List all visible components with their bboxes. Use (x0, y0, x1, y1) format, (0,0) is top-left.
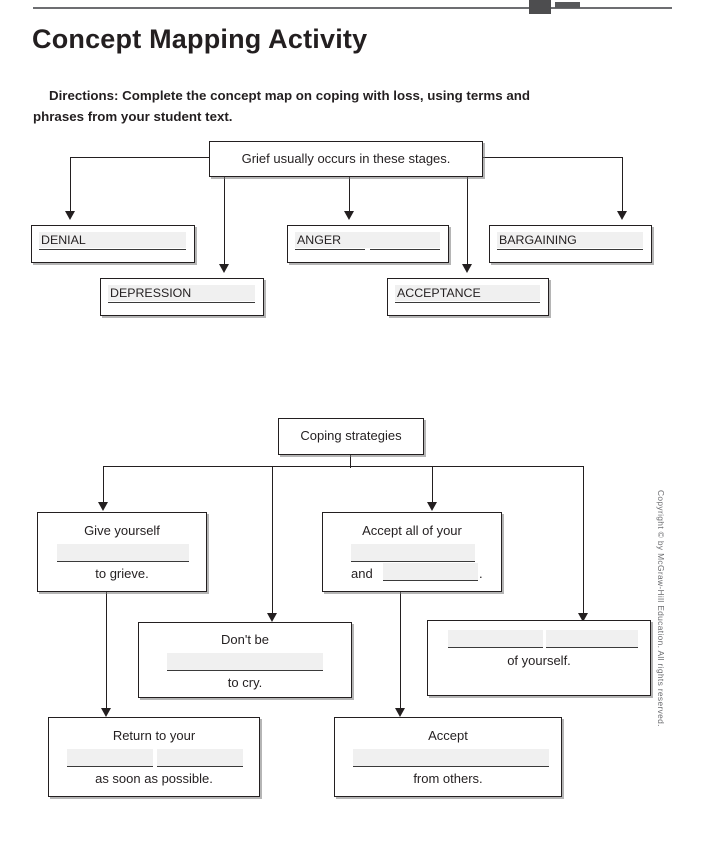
map1-drop-depression (224, 177, 226, 265)
header-rule (33, 7, 672, 9)
depression-blank-rule (108, 285, 255, 303)
map1-bus-left (71, 157, 210, 159)
map1-node-anger-label: ANGER (297, 233, 342, 247)
map2-arrow-return (101, 708, 111, 717)
map2-root-node[interactable]: Coping strategies (278, 418, 424, 455)
map1-node-depression[interactable]: DEPRESSION (100, 278, 264, 316)
give-line1: Give yourself (84, 523, 160, 538)
acceptance-blank-rule (395, 285, 540, 303)
map1-node-bargaining[interactable]: BARGAINING (489, 225, 652, 263)
denial-blank-fill (39, 232, 186, 248)
header-tab-dark (529, 0, 551, 14)
ofyourself-blank-2 (546, 630, 638, 648)
map1-node-denial-label: DENIAL (41, 233, 86, 247)
map1-drop-anger (349, 177, 351, 213)
anger-blank-fill (295, 232, 440, 248)
map2-arrow-ofyourself (578, 613, 588, 622)
return-line1: Return to your (112, 728, 196, 743)
acceptall-line1: Accept all of your (362, 523, 462, 538)
anger-blank-rule-1 (295, 232, 365, 250)
return-blank-1 (67, 749, 153, 767)
return-line3: as soon as possible. (95, 771, 213, 786)
map2-arrow-accept (395, 708, 405, 717)
acceptall-line3-post: . (479, 566, 483, 581)
bargaining-blank-fill (497, 232, 643, 248)
map2-drop-accept (400, 592, 402, 710)
map1-node-acceptance[interactable]: ACCEPTANCE (387, 278, 549, 316)
map2-drop-dontbe (272, 466, 274, 615)
acceptall-blank-2 (383, 563, 478, 581)
acceptance-blank-fill (395, 285, 540, 301)
map2-root-label: Coping strategies (300, 428, 402, 443)
give-blank (57, 544, 189, 562)
map2-drop-ofyourself (583, 466, 585, 615)
dontbe-blank (167, 653, 323, 671)
map2-drop-acceptall (432, 466, 434, 504)
map1-node-anger[interactable]: ANGER (287, 225, 449, 263)
map1-drop-acceptance (467, 177, 469, 265)
ofyourself-line3: of yourself. (507, 653, 571, 668)
acceptall-line3-pre: and (351, 566, 373, 581)
map2-node-dont-be[interactable]: Don't be to cry. (138, 622, 352, 698)
map1-arrow-denial (65, 211, 75, 220)
map1-arrow-bargaining (617, 211, 627, 220)
map2-node-accept-all[interactable]: Accept all of your and . (322, 512, 502, 592)
bargaining-blank-rule (497, 232, 643, 250)
map1-root-node[interactable]: Grief usually occurs in these stages. (209, 141, 483, 177)
accept-line3: from others. (413, 771, 483, 786)
map1-drop-denial (70, 157, 72, 213)
dontbe-line1: Don't be (220, 632, 269, 647)
map1-drop-bargaining (622, 157, 624, 213)
directions-lead: Directions: (49, 88, 119, 103)
map1-root-label: Grief usually occurs in these stages. (241, 151, 451, 166)
map1-arrow-acceptance (462, 264, 472, 273)
map1-node-depression-label: DEPRESSION (110, 286, 192, 300)
map1-arrow-anger (344, 211, 354, 220)
page-title: Concept Mapping Activity (32, 24, 368, 54)
directions: Directions: Complete the concept map on … (33, 85, 533, 127)
map2-arrow-dontbe (267, 613, 277, 622)
ofyourself-blank-1 (448, 630, 543, 648)
dontbe-line3: to cry. (227, 675, 263, 690)
give-line3: to grieve. (95, 566, 149, 581)
anger-blank-rule-2 (370, 232, 440, 250)
accept-line1: Accept (428, 728, 468, 743)
map2-bus (103, 466, 584, 468)
map2-drop-give (103, 466, 105, 504)
map1-bus-right (482, 157, 623, 159)
map2-node-of-yourself[interactable]: of yourself. (427, 620, 651, 696)
map2-node-return[interactable]: Return to your as soon as possible. (48, 717, 260, 797)
map2-node-accept-from-others[interactable]: Accept from others. (334, 717, 562, 797)
acceptall-blank-1 (351, 544, 475, 562)
directions-text: Complete the concept map on coping with … (33, 88, 530, 124)
map1-node-bargaining-label: BARGAINING (499, 233, 577, 247)
header-tab-light (555, 2, 580, 8)
map2-drop-return (106, 592, 108, 710)
map2-arrow-acceptall (427, 502, 437, 511)
denial-blank-rule (39, 232, 186, 250)
map1-arrow-depression (219, 264, 229, 273)
return-blank-2 (157, 749, 243, 767)
map2-arrow-give (98, 502, 108, 511)
map1-node-denial[interactable]: DENIAL (31, 225, 195, 263)
map2-root-stem (350, 455, 352, 468)
map2-node-give-yourself[interactable]: Give yourself to grieve. (37, 512, 207, 592)
map1-node-acceptance-label: ACCEPTANCE (397, 286, 481, 300)
copyright-notice: Copyright © by McGraw-Hill Education. Al… (656, 490, 666, 727)
depression-blank-fill (108, 285, 255, 301)
accept-blank (353, 749, 549, 767)
